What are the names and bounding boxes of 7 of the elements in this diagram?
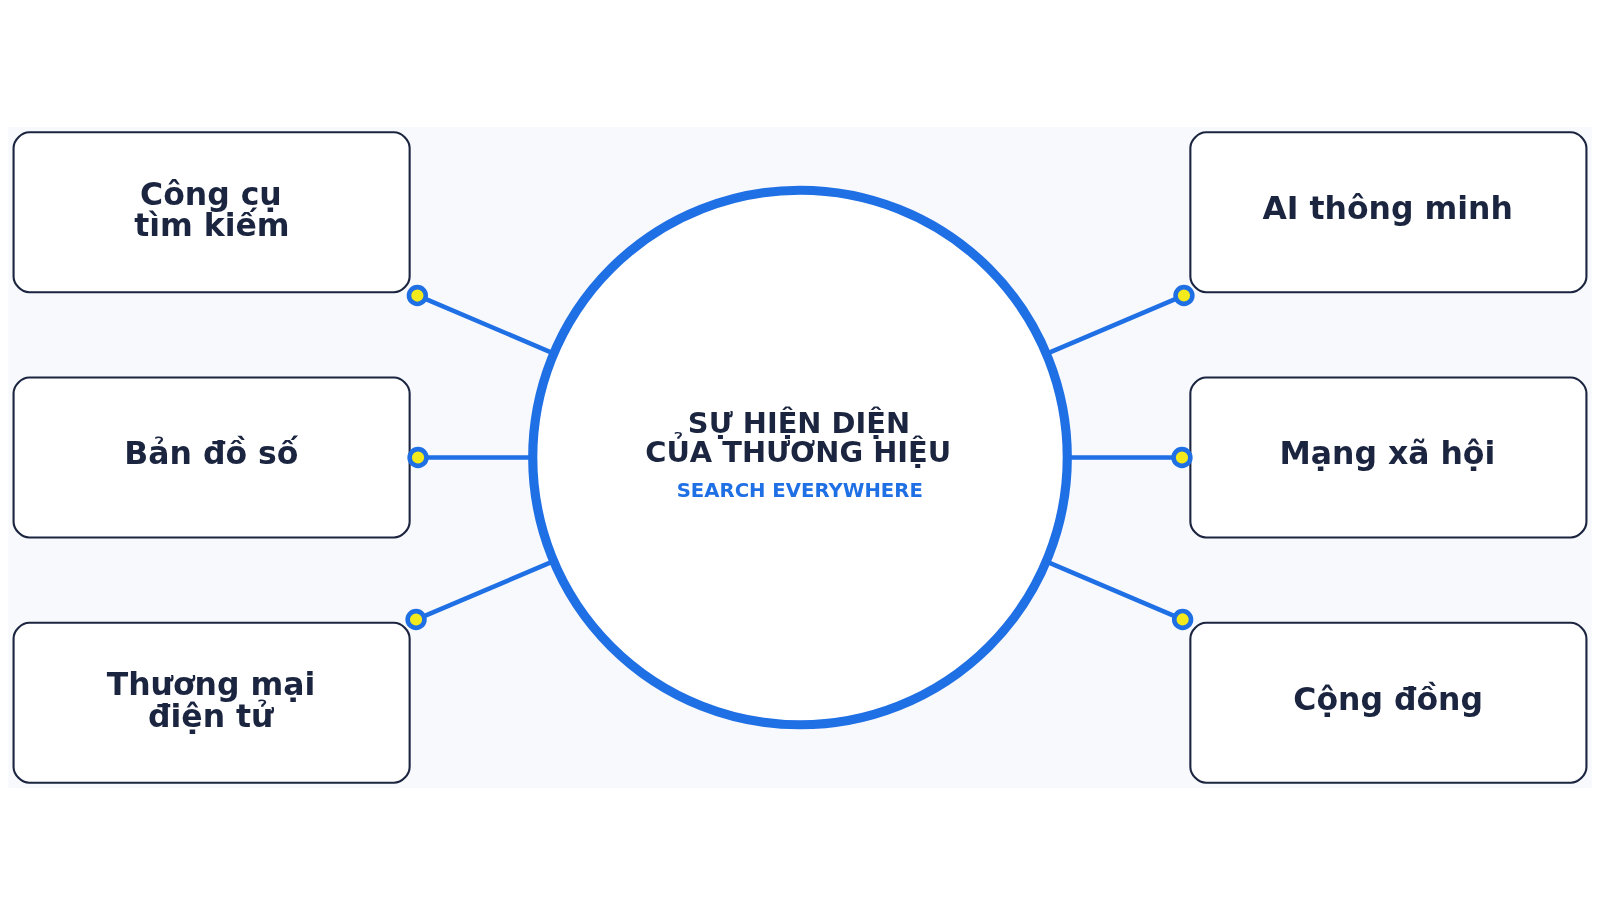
node-box: Bản đồ số xyxy=(12,375,411,539)
node-box: Công cụ tìm kiếm xyxy=(12,130,411,293)
node-circle: SỰ HIỆN DIỆN CỦA THƯƠNG HIỆU SEARCH EVERYWHERE xyxy=(528,185,1072,729)
node-box: AI thông minh xyxy=(1189,130,1588,293)
node-box: Thương mại điện tử xyxy=(12,621,411,784)
node-box: Cộng đồng xyxy=(1189,621,1588,784)
node-box: Mạng xã hội xyxy=(1189,375,1588,539)
